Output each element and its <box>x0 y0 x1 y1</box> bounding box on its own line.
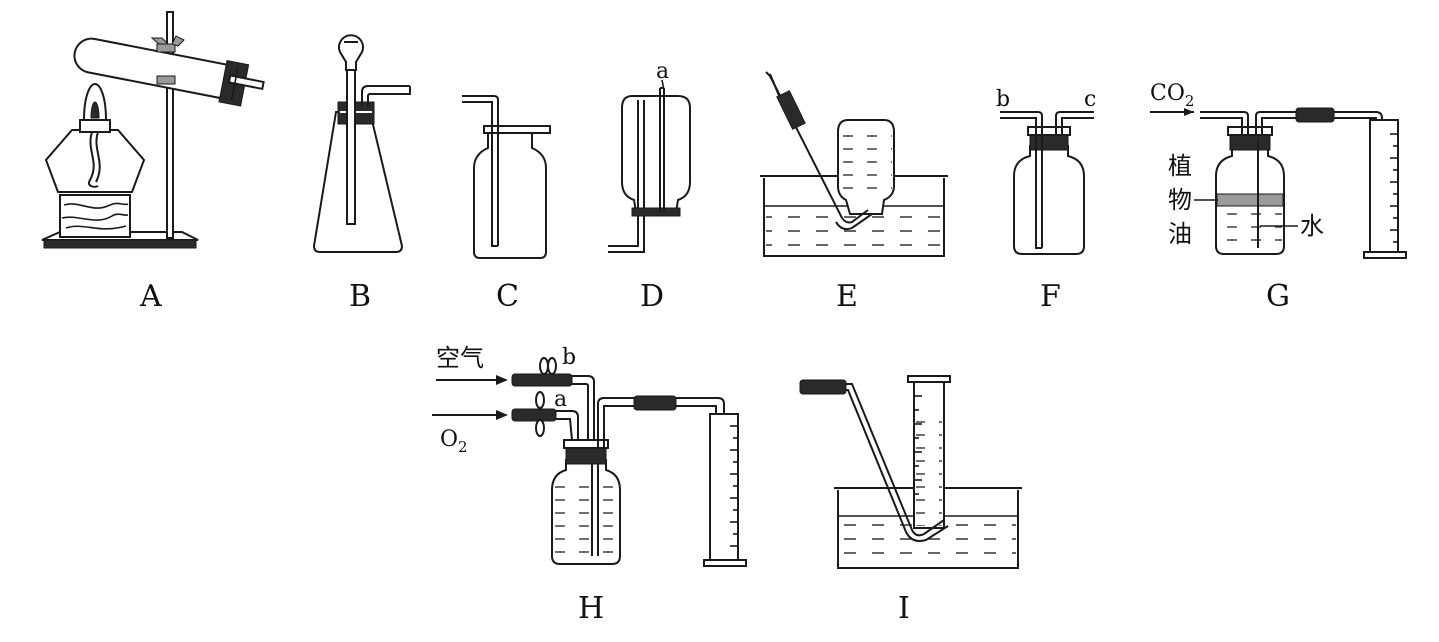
label-h-air: 空气 <box>436 344 484 372</box>
label-g-gas: CO2 <box>1150 81 1194 110</box>
glass-plate <box>483 125 551 134</box>
label-f: F <box>1040 279 1061 314</box>
h-measuring-cylinder <box>709 413 739 563</box>
label-d-port-a: a <box>656 59 669 84</box>
conical-flask <box>312 111 404 253</box>
inverted-bottle <box>621 95 691 213</box>
funnel-stem <box>346 69 356 225</box>
h-lower-clip <box>535 391 545 409</box>
label-i: I <box>898 591 910 626</box>
label-d: D <box>640 279 664 314</box>
g-rubber-tube <box>1295 107 1335 123</box>
clamp-bottom <box>156 75 176 85</box>
label-e: E <box>836 279 858 314</box>
h-lower-connector <box>511 408 557 422</box>
h-stopper <box>565 447 607 465</box>
test-tube <box>73 37 239 102</box>
alcohol-lamp <box>44 129 146 193</box>
clamp-top <box>156 43 176 53</box>
i-rubber-tube <box>799 379 847 395</box>
apparatus-h: 空气 O2 b a <box>432 344 747 626</box>
h-upper-clip <box>539 357 549 375</box>
apparatus-i: I <box>799 375 1022 626</box>
plant-oil-layer <box>1216 193 1284 207</box>
h-upper-connector <box>511 373 573 387</box>
label-g-oil-3: 油 <box>1168 220 1192 248</box>
label-h: H <box>578 591 604 626</box>
label-g-oil-2: 物 <box>1168 186 1192 214</box>
label-a: A <box>139 279 162 314</box>
apparatus-d: a D <box>608 59 691 314</box>
label-f-port-c: c <box>1084 87 1096 112</box>
label-g-oil-1: 植 <box>1168 152 1192 180</box>
stand-base-edge <box>43 239 197 249</box>
label-h-port-a: a <box>554 387 567 412</box>
g-stopper <box>1229 133 1271 151</box>
bottle-stopper <box>631 207 681 217</box>
apparatus-f: b c F <box>996 87 1096 314</box>
label-c: C <box>496 279 519 314</box>
apparatus-g: CO2 植 物 油 水 G <box>1150 81 1407 314</box>
stand-rod <box>166 11 174 239</box>
label-h-port-b: b <box>562 345 576 370</box>
label-b: B <box>349 279 371 314</box>
apparatus-b: B <box>312 34 411 314</box>
funnel-bulb <box>338 34 364 71</box>
label-g-water: 水 <box>1300 212 1324 240</box>
label-h-oxygen: O2 <box>440 427 468 456</box>
gas-bottle <box>473 131 547 259</box>
apparatus-e: E <box>760 71 948 314</box>
g-measuring-cylinder <box>1369 119 1399 255</box>
h-rubber-tube <box>633 395 677 411</box>
label-f-port-b: b <box>996 87 1010 112</box>
apparatus-c: C <box>462 95 551 314</box>
apparatus-a: A <box>41 11 265 314</box>
label-g: G <box>1266 279 1290 314</box>
wood-block <box>59 194 131 238</box>
rubber-connector <box>776 90 806 130</box>
wash-bottle <box>1013 145 1085 255</box>
